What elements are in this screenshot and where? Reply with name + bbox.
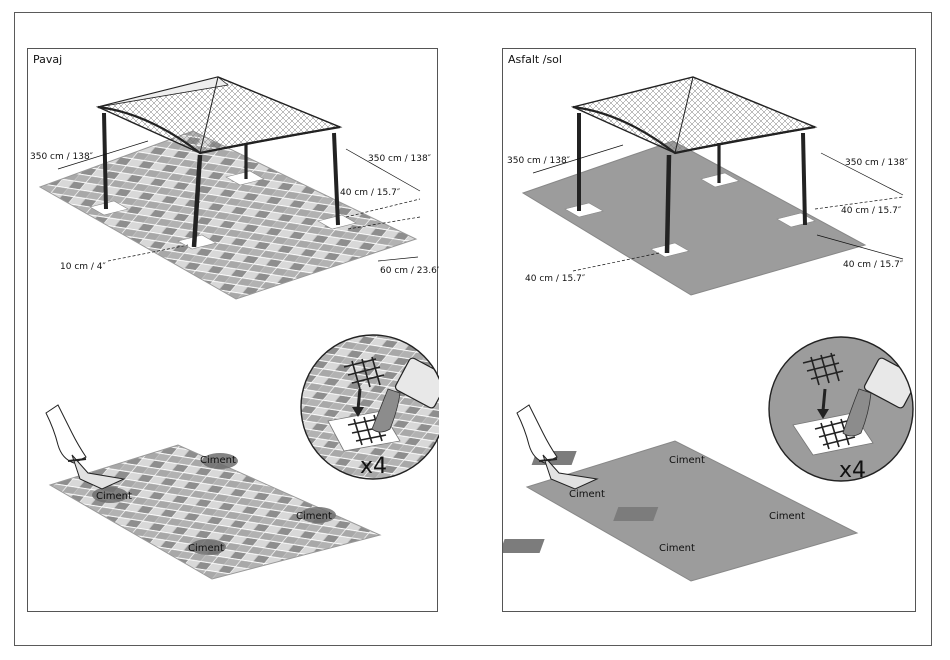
dim-spacing: 40 cm / 15.7″ xyxy=(340,188,401,198)
ciment-label-asphalt-2: Ciment xyxy=(669,455,705,466)
paving-illustration: 350 cm / 138″ 350 cm / 138″ 40 cm / 15.7… xyxy=(28,49,439,613)
multiplier-label: x4 xyxy=(360,454,387,479)
ciment-label-2: Ciment xyxy=(200,455,236,466)
asphalt-illustration: 350 cm / 138″ 350 cm / 138″ 40 cm / 15.7… xyxy=(503,49,917,613)
paving-ground xyxy=(40,131,416,299)
panel-paving: Pavaj xyxy=(27,48,438,612)
multiplier-label-asphalt: x4 xyxy=(839,458,866,483)
detail-magnifier: x4 xyxy=(298,329,439,489)
dim-spacing-c: 40 cm / 15.7″ xyxy=(843,260,904,270)
dim-slab: 60 cm / 23.6″ xyxy=(380,266,439,276)
dim-spacing-a: 40 cm / 15.7″ xyxy=(841,206,902,216)
dim-depth: 10 cm / 4″ xyxy=(60,262,107,272)
ciment-label-3: Ciment xyxy=(296,511,332,522)
ciment-label-asphalt-4: Ciment xyxy=(659,543,695,554)
panel-asphalt: Asfalt /sol xyxy=(502,48,916,612)
ciment-label-asphalt-3: Ciment xyxy=(769,511,805,522)
dim-width-left-asphalt: 350 cm / 138″ xyxy=(507,156,571,166)
ciment-label-4: Ciment xyxy=(188,543,224,554)
detail-magnifier-asphalt: x4 xyxy=(763,329,917,489)
dim-spacing-b: 40 cm / 15.7″ xyxy=(525,274,586,284)
ciment-label-asphalt-1: Ciment xyxy=(569,489,605,500)
asphalt-ground xyxy=(523,141,865,295)
ciment-label-1: Ciment xyxy=(96,491,132,502)
dim-width-left: 350 cm / 138″ xyxy=(30,152,94,162)
dim-width-right: 350 cm / 138″ xyxy=(368,154,432,164)
dim-width-right-asphalt: 350 cm / 138″ xyxy=(845,158,909,168)
